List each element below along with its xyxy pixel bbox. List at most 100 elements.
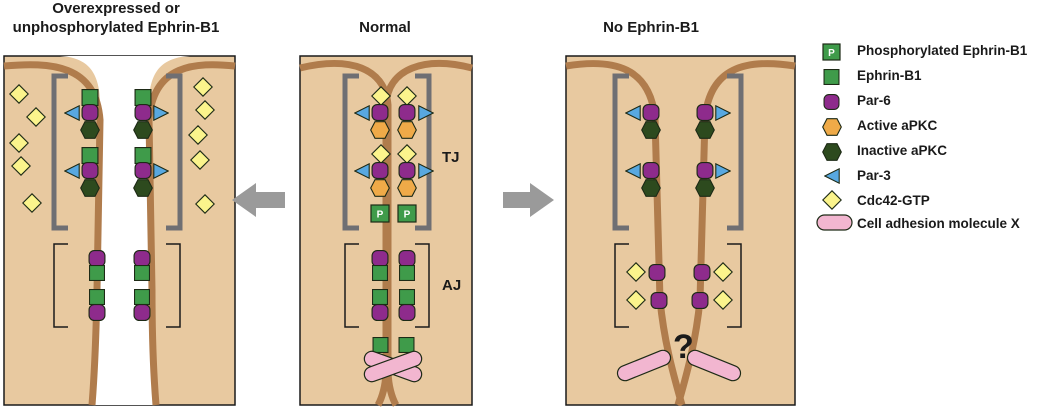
phosphorylated-ephrin-b1-icon [822,43,841,61]
legend-label-active-apkc: Active aPKC [857,118,938,133]
par6-icon [81,104,99,121]
inactive-apkc-icon [133,179,153,197]
par6-icon [134,162,152,179]
par6-icon [371,104,389,121]
right-aj-bracket-right [727,243,742,328]
legend-label-cell-adhesion-molecule-x: Cell adhesion molecule X [857,216,1020,231]
inactive-apkc-icon [80,121,100,139]
ephrin-b1-icon [372,337,389,353]
par6-icon [642,162,660,179]
left-gap [60,56,190,405]
inactive-apkc-icon [695,179,715,197]
phospho-ephrin-right-label: P [404,210,411,221]
phospho-ephrin-left-label: P [377,210,384,221]
left-tj-bracket-left [51,73,68,231]
par6-icon [696,162,714,179]
ephrin-b1-icon [134,147,152,164]
left-tj-bracket-right [166,73,183,231]
par6-icon [134,104,152,121]
par6-icon [371,304,389,321]
center-panel: P P TJ AJ [299,55,473,407]
cell-adhesion-molecule-x-icon [616,349,672,382]
panel-title-right: No Ephrin-B1 [603,19,699,36]
panel-title-left: Overexpressed or unphosphorylated Ephrin… [0,0,232,37]
active-apkc-icon [397,179,417,197]
left-panel [3,55,236,406]
active-apkc-icon [370,179,390,197]
legend-label-inactive-apkc: Inactive aPKC [857,143,948,158]
par6-icon [693,264,711,281]
ephrin-b1-icon [133,265,151,281]
par6-icon [371,250,389,267]
right-panel: ? [565,55,796,406]
par6-icon [133,250,151,267]
ephrin-b1-icon [81,147,99,164]
panel-title-left-line1: Overexpressed or [52,0,180,17]
cell-adhesion-molecule-x-icon [816,214,853,231]
cell-adhesion-molecule-x-icon [363,350,423,383]
inactive-apkc-icon [641,121,661,139]
par-6-icon [823,94,840,110]
right-tj-bracket-left [612,73,629,231]
question-mark: ? [673,328,694,366]
legend-phospho-symbol: P [828,48,835,59]
inactive-apkc-icon [695,121,715,139]
ephrin-b1-icon [398,265,416,281]
ephrin-b1-icon [371,289,389,305]
ephrin-b1-icon [133,289,151,305]
phospho-ephrin-right-icon [397,204,417,223]
left-membrane-right [145,61,236,406]
legend-label-par-6: Par-6 [857,93,891,108]
par6-icon [88,250,106,267]
right-panel-frame [565,55,796,406]
center-aj-bracket-left [344,243,359,328]
par6-icon [691,292,709,309]
cell-adhesion-molecule-x-icon [686,349,742,382]
ephrin-b1-icon [823,69,840,85]
aj-label: AJ [442,277,461,294]
ephrin-b1-icon [81,89,99,106]
ephrin-b1-icon [398,289,416,305]
panel-title-left-line2: unphosphorylated Ephrin-B1 [12,19,220,36]
par6-icon [371,162,389,179]
ephrin-b1-icon [88,289,106,305]
inactive-apkc-icon [641,179,661,197]
ephrin-b1-icon [398,337,415,353]
panel-title-center: Normal [359,19,411,36]
center-membrane-right [374,60,473,407]
active-apkc-icon [822,118,842,136]
right-tj-bracket-right [727,73,744,231]
center-aj-bracket-right [415,243,430,328]
legend-label-phosphorylated-ephrin-b1: Phosphorylated Ephrin-B1 [857,43,1028,58]
center-tj-bracket-left [342,73,359,231]
right-aj-bracket-left [614,243,629,328]
par6-icon [696,104,714,121]
legend-label-cdc42-gtp: Cdc42-GTP [857,193,930,208]
par6-icon [398,104,416,121]
active-apkc-icon [370,121,390,139]
par6-icon [642,104,660,121]
par6-icon [650,292,668,309]
ephrin-b1-icon [134,89,152,106]
left-aj-bracket-left [53,243,68,328]
par6-icon [648,264,666,281]
par6-icon [88,304,106,321]
inactive-apkc-icon [133,121,153,139]
legend-icons: P [816,43,853,231]
par6-icon [398,304,416,321]
tj-label: TJ [442,149,460,166]
par-3-icon [824,168,840,184]
inactive-apkc-icon [822,143,842,161]
center-tj-bracket-right [415,73,432,231]
legend-label-ephrin-b1: Ephrin-B1 [857,68,922,83]
left-aj-bracket-right [166,243,181,328]
arrow-to-right [503,183,554,217]
par6-icon [133,304,151,321]
legend-label-par-3: Par-3 [857,168,891,183]
par6-icon [398,250,416,267]
active-apkc-icon [397,121,417,139]
phospho-ephrin-left-icon [370,204,390,223]
par6-icon [398,162,416,179]
inactive-apkc-icon [80,179,100,197]
